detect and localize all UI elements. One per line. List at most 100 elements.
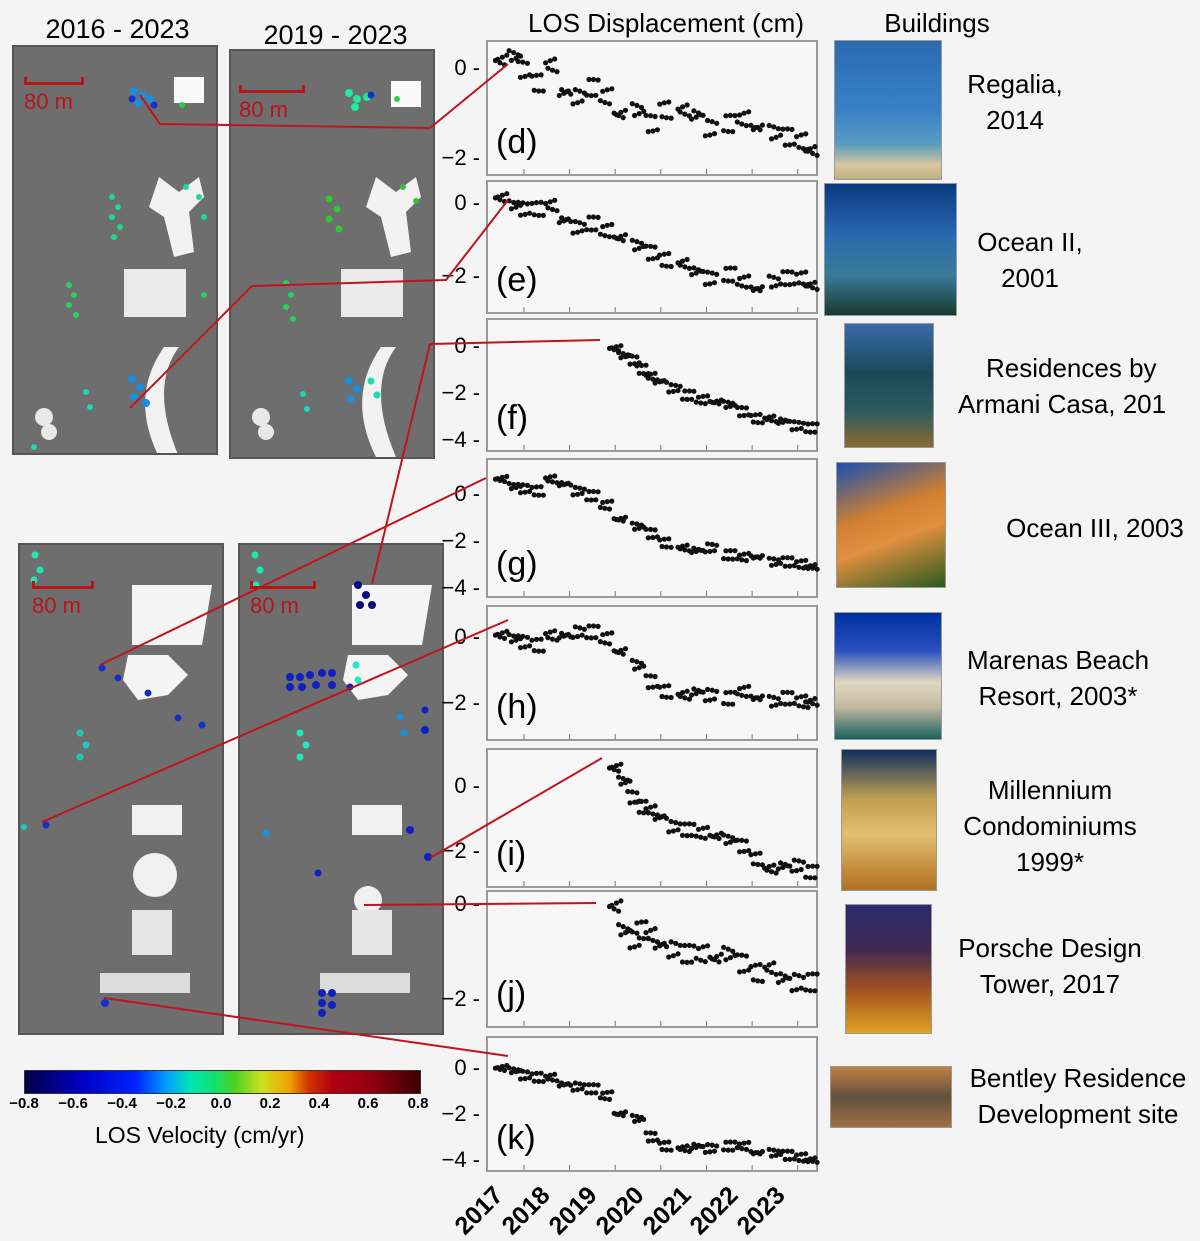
- panel-label: (e): [496, 261, 538, 299]
- building-name-armani: Residences by Armani Casa, 201: [958, 350, 1200, 422]
- building-name-line: Tower, 2017: [979, 969, 1121, 999]
- building-name-ocean-ii: Ocean II, 2001: [960, 224, 1100, 296]
- building-photo-millennium: [841, 749, 937, 891]
- scale-bar-line: [24, 77, 84, 85]
- y-tick-label: −2 -: [441, 528, 480, 553]
- building-name-line: Ocean II,: [977, 227, 1083, 257]
- building-photo-ocean-ii: [824, 183, 957, 316]
- building-name-line: Armani Casa, 201: [958, 389, 1167, 419]
- x-tick-label: 2020: [590, 1181, 650, 1241]
- panel-label: (d): [496, 123, 538, 161]
- x-tick-label: 2023: [731, 1181, 791, 1241]
- y-tick-label: 0 -: [454, 623, 480, 649]
- y-tick-label: −2 -: [441, 837, 480, 863]
- colorbar-tick: 0.0: [210, 1095, 232, 1112]
- building-name-millennium: Millennium Condominiums 1999*: [940, 772, 1160, 880]
- x-tick-label: 2021: [637, 1181, 697, 1241]
- building-name-line: 2014: [986, 105, 1044, 135]
- colorbar-tick: −0.4: [107, 1095, 137, 1112]
- colorbar-tick: 0.2: [259, 1095, 281, 1112]
- scale-bar-top-right: 80 m: [239, 85, 305, 123]
- scale-label: 80 m: [239, 97, 288, 122]
- scale-bar-bottom-left: 80 m: [32, 581, 94, 619]
- y-tick-label: 0 -: [454, 480, 480, 506]
- building-name-line: Porsche Design: [958, 933, 1142, 963]
- y-tick-label: 0 -: [454, 190, 480, 216]
- y-tick-label: −2 -: [441, 986, 480, 1012]
- building-name-line: Regalia,: [967, 69, 1063, 99]
- buildings-header: Buildings: [884, 8, 990, 38]
- colorbar-tick: 0.8: [407, 1095, 429, 1112]
- y-tick-label: 0 -: [454, 333, 480, 359]
- scatter-plot: [492, 191, 820, 312]
- panel-label: (j): [496, 975, 527, 1013]
- displacement-panel: (h): [486, 605, 820, 741]
- panel-label: (k): [496, 1119, 536, 1157]
- panel-label: (i): [496, 835, 527, 873]
- scatter-plot: [492, 48, 820, 174]
- displacement-panel: (f): [486, 318, 820, 452]
- panel-label: (g): [496, 545, 538, 583]
- map-header-2019-2023: 2019 - 2023: [263, 20, 408, 50]
- map-bottom-2016-2023: 80 m: [18, 543, 224, 1035]
- map-top-2016-2023: 80 m: [12, 45, 218, 455]
- y-tick-label: −2 -: [441, 380, 480, 406]
- colorbar-tick: −0.8: [9, 1095, 39, 1112]
- building-name-line: Development site: [977, 1099, 1179, 1129]
- building-photo-ocean-iii: [836, 462, 946, 588]
- displacement-panel: (k): [486, 1036, 820, 1172]
- y-tick-label: −2 -: [441, 144, 480, 170]
- scatter-plot: [523, 898, 820, 1026]
- scale-bar-line: [32, 581, 94, 589]
- x-tick-label: 2018: [496, 1181, 556, 1241]
- colorbar-tick: 0.6: [357, 1095, 379, 1112]
- map-top-2019-2023: 80 m: [229, 49, 435, 459]
- y-tick-label: −4 -: [441, 1147, 480, 1173]
- x-tick-label: 2017: [449, 1181, 509, 1241]
- building-name-line: Marenas Beach: [966, 645, 1150, 675]
- displacement-panel: (i): [486, 748, 820, 888]
- scatter-plot: [492, 623, 820, 739]
- scale-label: 80 m: [32, 593, 81, 618]
- building-name-bentley: Bentley Residence Development site: [958, 1060, 1198, 1132]
- y-tick-label: 0 -: [454, 772, 480, 798]
- building-name-marenas: Marenas Beach Resort, 2003*: [958, 642, 1158, 714]
- y-tick-label: 0 -: [454, 891, 480, 917]
- building-name-line: Bentley Residence: [969, 1063, 1187, 1093]
- plots-header: LOS Displacement (cm): [528, 8, 804, 38]
- building-name-line: Millennium: [987, 775, 1113, 805]
- displacement-panel: (j): [486, 890, 820, 1028]
- building-photo-marenas: [834, 612, 942, 740]
- map-bottom-2019-2023: 80 m: [238, 543, 444, 1035]
- displacement-panel: (d): [486, 40, 820, 176]
- building-name-line: 1999*: [1016, 847, 1084, 877]
- building-name-regalia: Regalia, 2014: [945, 66, 1085, 138]
- building-name-line: Residences by: [986, 353, 1157, 383]
- building-name-line: Resort, 2003*: [978, 681, 1138, 711]
- scale-bar-bottom-right: 80 m: [250, 581, 316, 619]
- scatter-plot: [523, 761, 820, 886]
- building-photo-porsche: [845, 904, 932, 1034]
- y-tick-label: 0 -: [454, 54, 480, 80]
- building-name-line: Condominiums: [963, 811, 1137, 841]
- y-tick-label: 0 -: [454, 1055, 480, 1081]
- y-tick-label: −2 -: [441, 689, 480, 715]
- building-photo-bentley: [830, 1066, 952, 1128]
- scatter-plot: [523, 343, 820, 450]
- building-name-line: Ocean III, 2003: [1006, 513, 1184, 543]
- scale-bar-line: [239, 85, 305, 93]
- building-name-line: 2001: [1001, 263, 1059, 293]
- colorbar-tick: −0.2: [156, 1095, 186, 1112]
- building-photo-armani: [844, 323, 934, 448]
- x-tick-label: 2019: [543, 1181, 603, 1241]
- colorbar-tick: 0.4: [308, 1095, 330, 1112]
- y-tick-label: −2 -: [441, 263, 480, 289]
- y-tick-label: −2 -: [441, 1101, 480, 1127]
- x-tick-label: 2022: [684, 1181, 744, 1241]
- y-tick-label: −4 -: [441, 575, 480, 601]
- y-tick-label: −4 -: [441, 426, 480, 452]
- scale-label: 80 m: [250, 593, 299, 618]
- building-photo-regalia: [834, 40, 942, 180]
- map-header-2016-2023: 2016 - 2023: [45, 14, 190, 44]
- building-name-ocean-iii: Ocean III, 2003: [990, 510, 1200, 546]
